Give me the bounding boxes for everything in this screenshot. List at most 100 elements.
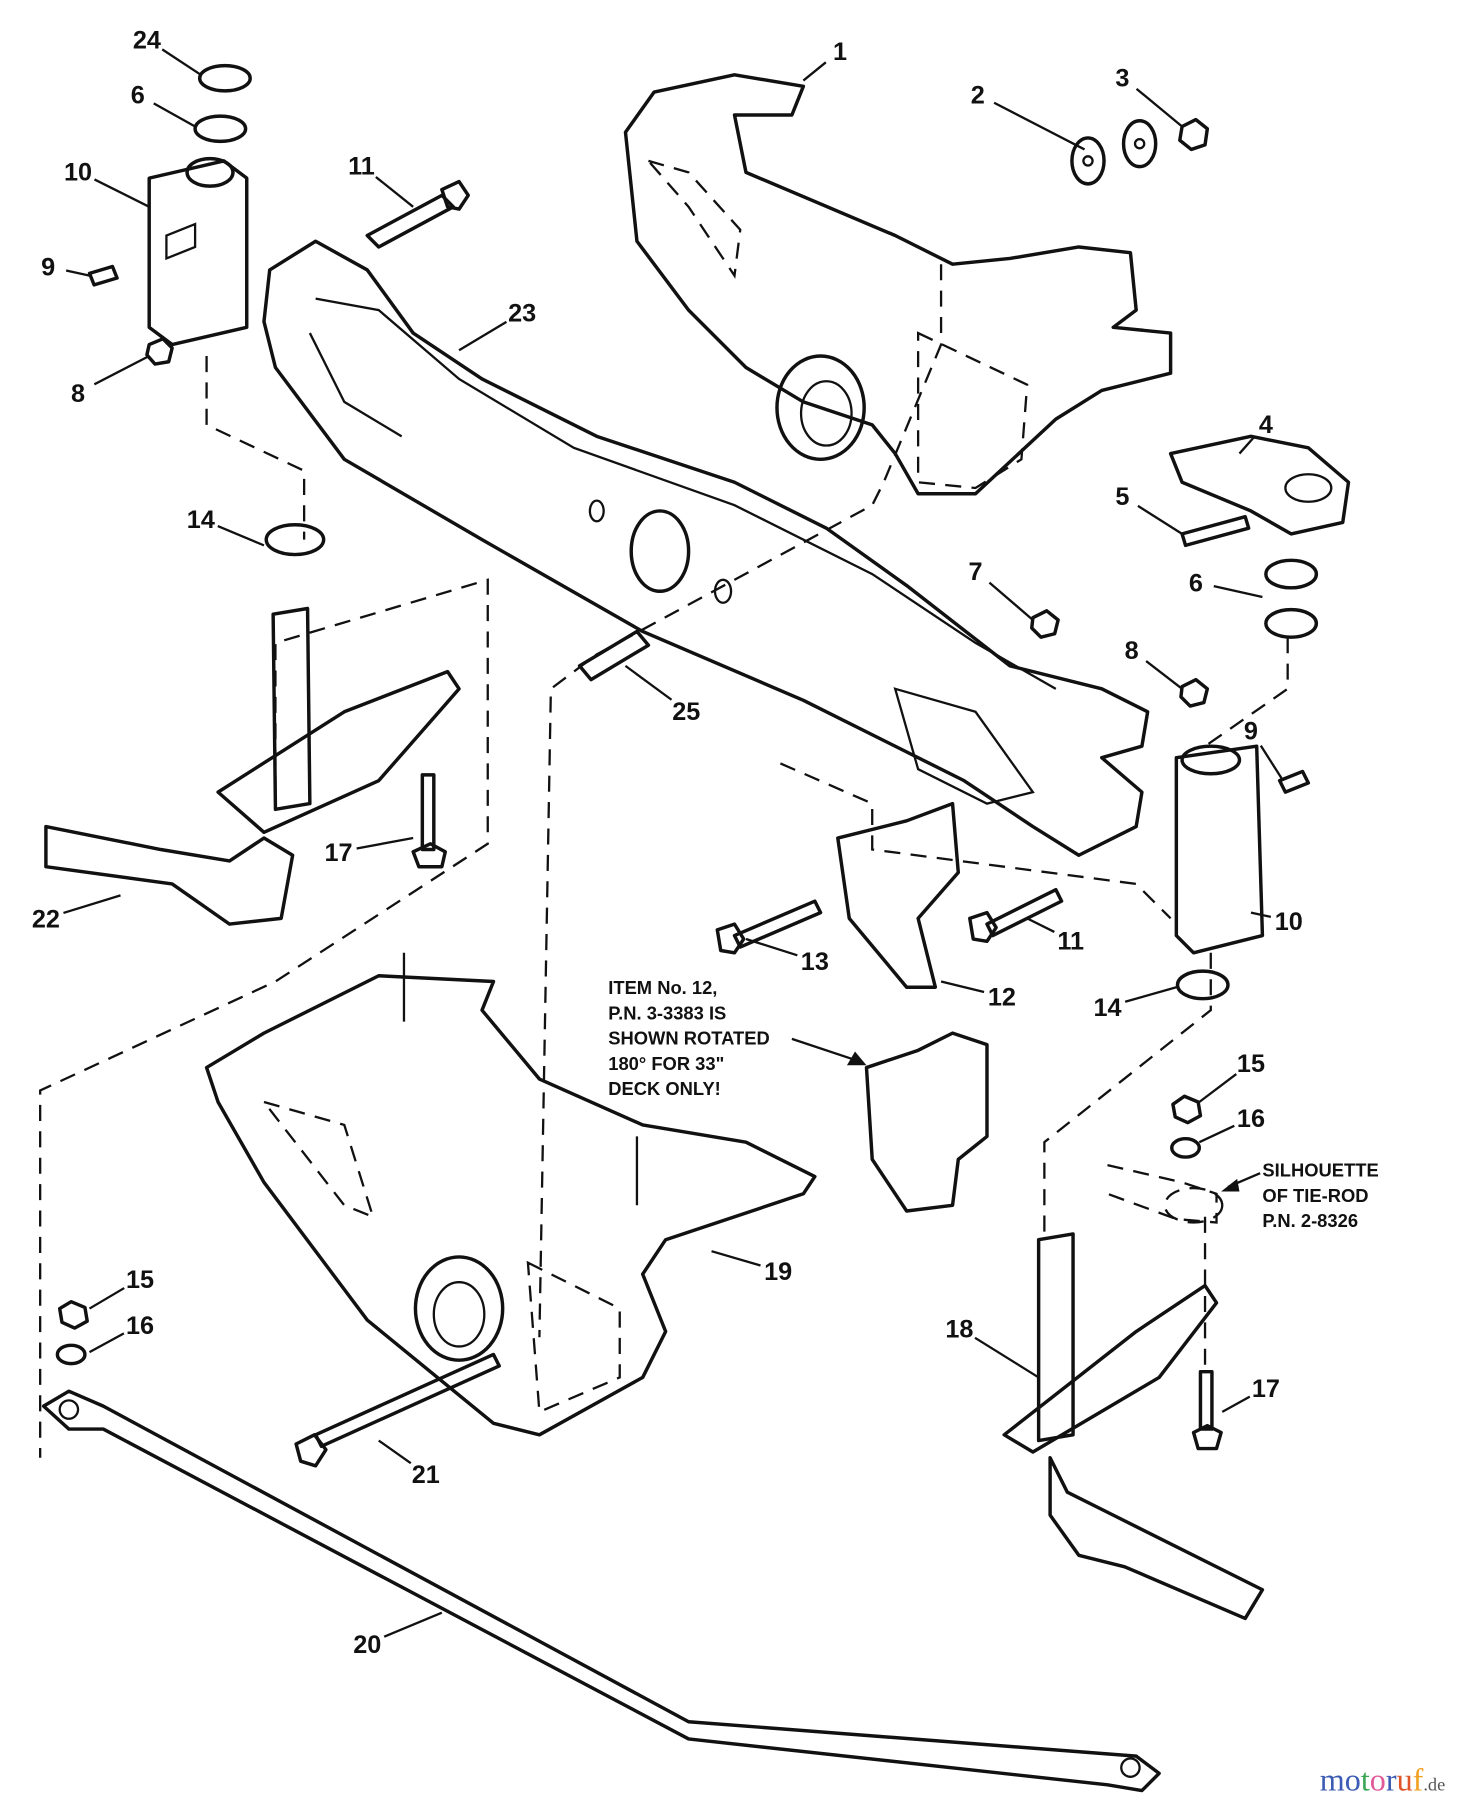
assembly-lines	[39, 264, 1289, 1458]
callout-11: 11	[348, 153, 414, 208]
logo-letter: m	[1320, 1762, 1345, 1798]
part-11-bolt-left	[365, 179, 470, 249]
part-24-retaining-ring	[197, 63, 252, 93]
callout-number: 20	[353, 1631, 381, 1659]
callout-9: 9	[41, 254, 90, 282]
leader-line	[65, 269, 90, 277]
note-arrow	[791, 1037, 862, 1063]
part-19-lower-bracket	[204, 952, 817, 1437]
callout-number: 22	[32, 906, 60, 934]
callout-number: 19	[764, 1258, 792, 1286]
leader-line	[1198, 1073, 1237, 1103]
callout-16: 16	[1198, 1105, 1265, 1144]
leader-line	[375, 176, 414, 208]
part-14-washer-left	[264, 522, 326, 557]
leader-line	[940, 980, 985, 994]
part-12-bracket	[779, 762, 1172, 989]
leader-line	[63, 894, 121, 915]
leader-line	[93, 354, 150, 386]
leader-line	[1221, 1395, 1251, 1413]
part-1-upper-bracket	[623, 73, 1173, 496]
leader-line	[1135, 87, 1183, 128]
leader-line	[624, 664, 673, 701]
note-line: SHOWN ROTATED	[608, 1028, 769, 1049]
callout-17: 17	[325, 836, 414, 867]
watermark-logo: motoruf.de	[1320, 1762, 1445, 1798]
leader-line	[458, 320, 508, 352]
note-line: DECK ONLY!	[608, 1078, 721, 1099]
leader-line	[711, 1250, 761, 1267]
callout-11: 11	[1026, 917, 1084, 955]
callout-number: 13	[801, 948, 829, 976]
callout-1: 1	[802, 38, 847, 82]
part-20-tie-rod	[41, 1389, 1161, 1793]
part-9-grease-fitting-right	[1277, 769, 1311, 794]
leader-line	[88, 1332, 125, 1354]
callout-number: 2	[971, 82, 985, 110]
callout-number: 8	[71, 380, 85, 408]
callout-number: 6	[131, 82, 145, 110]
leader-line	[217, 525, 265, 547]
part-25-bushing	[577, 629, 651, 682]
callout-number: 18	[945, 1315, 973, 1343]
callout-16: 16	[88, 1312, 154, 1354]
part-23-front-axle	[262, 239, 1150, 857]
part-16-washer-right	[1170, 1136, 1202, 1159]
callout-8: 8	[1125, 637, 1183, 690]
logo-letter: o	[1370, 1762, 1386, 1798]
part-4-steering-arm	[1168, 434, 1351, 536]
part-22-left-spindle	[44, 606, 461, 926]
part-10-right-pivot-block	[1174, 744, 1265, 955]
leader-line	[1026, 917, 1055, 933]
leader-line	[1250, 911, 1272, 918]
leader-line	[161, 48, 202, 76]
part-8-nut-right	[1179, 677, 1210, 708]
callout-number: 4	[1259, 411, 1273, 439]
callout-2: 2	[971, 82, 1086, 151]
leader-line	[383, 1611, 443, 1638]
callout-number: 14	[1093, 994, 1121, 1022]
callout-15: 15	[1198, 1050, 1265, 1103]
part-7-nut	[1030, 609, 1060, 639]
callout-20: 20	[353, 1611, 443, 1659]
callout-number: 15	[1237, 1050, 1265, 1078]
leader-line	[745, 937, 798, 957]
callout-14: 14	[1093, 986, 1177, 1022]
callout-number: 3	[1115, 64, 1129, 92]
arrowhead-icon	[846, 1051, 867, 1066]
callout-15: 15	[88, 1266, 154, 1310]
callout-13: 13	[745, 937, 829, 976]
callout-3: 3	[1115, 64, 1183, 128]
logo-letter: t	[1361, 1762, 1370, 1798]
note-line: SILHOUETTE	[1262, 1160, 1378, 1181]
note-item-12: ITEM No. 12, P.N. 3-3383 IS SHOWN ROTATE…	[608, 977, 867, 1099]
callout-12: 12	[940, 980, 1016, 1012]
part-12-bracket-rotated	[864, 1031, 989, 1213]
leader-line	[993, 101, 1086, 151]
leader-line	[802, 61, 827, 82]
callout-number: 24	[133, 26, 161, 54]
logo-letter: f	[1413, 1762, 1424, 1798]
leader-line	[1198, 1124, 1235, 1144]
leader-line	[1213, 584, 1263, 599]
callout-18: 18	[945, 1315, 1040, 1379]
part-18-right-spindle	[1002, 1232, 1265, 1621]
part-14-washer-right	[1175, 969, 1230, 1001]
part-6-washers-right	[1264, 558, 1319, 639]
part-17-screw-left	[411, 773, 448, 869]
callout-number: 15	[126, 1266, 154, 1294]
callout-25: 25	[624, 664, 700, 726]
callout-number: 9	[1244, 717, 1258, 745]
callout-6: 6	[131, 82, 196, 128]
leader-line	[356, 836, 414, 850]
callout-24: 24	[133, 26, 202, 76]
part-17-screw-right	[1191, 1369, 1223, 1451]
note-line: P.N. 2-8326	[1262, 1210, 1358, 1231]
callout-number: 25	[672, 698, 700, 726]
leader-line	[153, 102, 196, 128]
part-10-left-pivot-block	[147, 156, 249, 347]
callout-number: 11	[348, 153, 375, 181]
leader-line	[1259, 745, 1285, 782]
callout-17: 17	[1221, 1375, 1280, 1413]
